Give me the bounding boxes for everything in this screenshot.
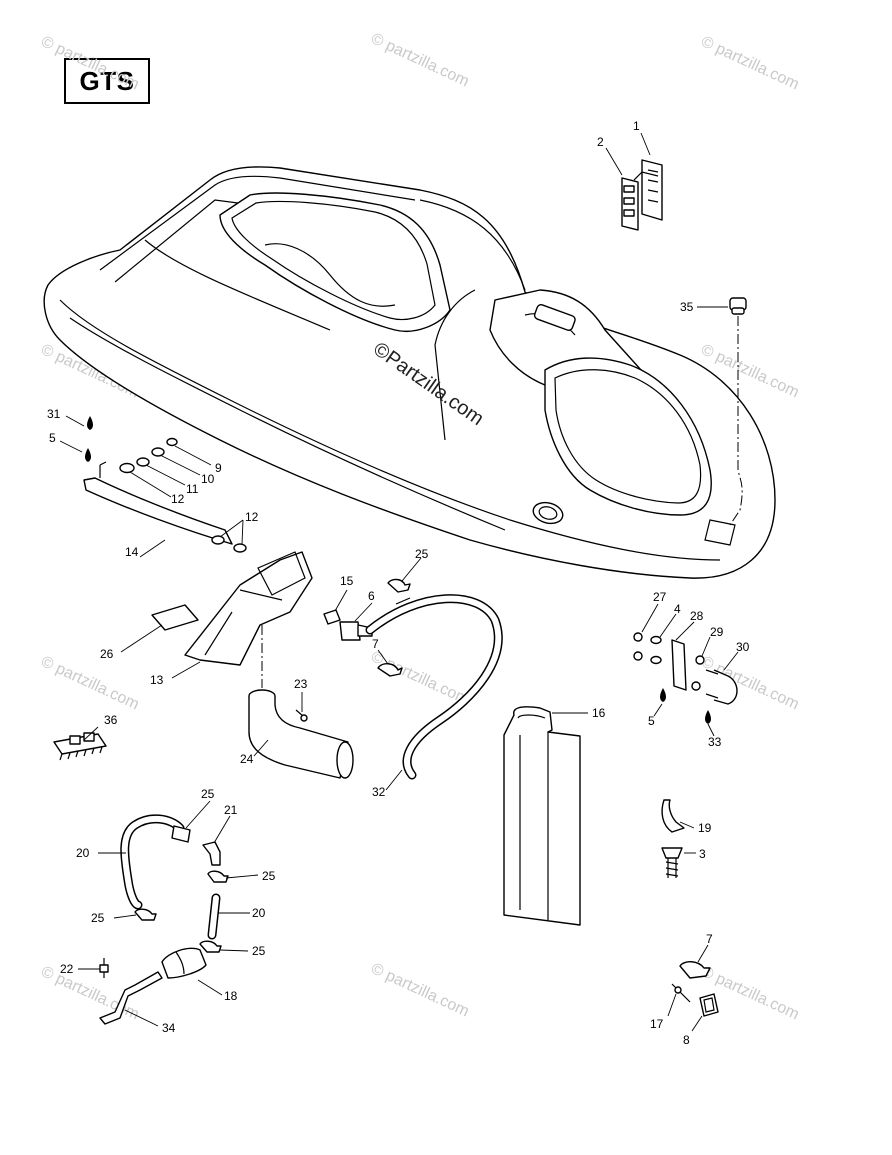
callout-9: 9 — [215, 461, 222, 475]
callout-8: 8 — [683, 1033, 690, 1047]
callout-25a: 25 — [415, 547, 429, 561]
part-1-2-brackets — [621, 159, 663, 231]
callout-36: 36 — [104, 713, 118, 727]
part-13-vent-duct — [151, 551, 313, 688]
model-label-box: GTS — [64, 58, 150, 104]
part-18-22-34 — [99, 947, 207, 1025]
part-7-17-8 — [671, 961, 719, 1017]
callout-30: 30 — [736, 640, 750, 654]
watermark-lower-left: © partzilla.com — [38, 653, 141, 713]
part-35-grommet — [729, 297, 747, 526]
part-20-hoses — [120, 814, 229, 953]
part-24-elbow — [248, 689, 354, 779]
part-16-vent-tube — [503, 706, 581, 926]
callout-19: 19 — [698, 821, 712, 835]
callout-24: 24 — [240, 752, 254, 766]
callout-13: 13 — [150, 673, 164, 687]
leader-lines — [59, 132, 739, 1032]
callout-6: 6 — [368, 589, 375, 603]
hull-body: ©Partzilla.com — [43, 166, 776, 579]
callout-20b: 20 — [252, 906, 266, 920]
watermark-top-right: © partzilla.com — [698, 33, 801, 93]
callout-15: 15 — [340, 574, 354, 588]
callout-3: 3 — [699, 847, 706, 861]
callout-5a: 5 — [49, 431, 56, 445]
watermark-lower-center: © partzilla.com — [368, 648, 471, 708]
callout-12a: 12 — [171, 492, 185, 506]
callout-7b: 7 — [706, 932, 713, 946]
callout-25d: 25 — [91, 911, 105, 925]
callout-28: 28 — [690, 609, 704, 623]
model-label: GTS — [79, 65, 135, 96]
callout-10: 10 — [201, 472, 215, 486]
callout-33: 33 — [708, 735, 722, 749]
part-bracket-group — [633, 632, 738, 724]
callout-16: 16 — [592, 706, 606, 720]
callout-2: 2 — [597, 135, 604, 149]
callout-35: 35 — [680, 300, 694, 314]
callout-27: 27 — [653, 590, 667, 604]
callout-20a: 20 — [76, 846, 90, 860]
callout-29: 29 — [710, 625, 724, 639]
callout-14: 14 — [125, 545, 139, 559]
callout-5b: 5 — [648, 714, 655, 728]
callout-25c: 25 — [262, 869, 276, 883]
callout-21: 21 — [224, 803, 238, 817]
callout-23: 23 — [294, 677, 308, 691]
callout-7a: 7 — [372, 637, 379, 651]
callout-32: 32 — [372, 785, 386, 799]
part-fitting-hose — [323, 578, 503, 780]
callout-22: 22 — [60, 962, 74, 976]
callout-18: 18 — [224, 989, 238, 1003]
part-rubrail-group — [83, 416, 247, 553]
callout-4: 4 — [674, 602, 681, 616]
callout-12b: 12 — [245, 510, 259, 524]
callout-25b: 25 — [201, 787, 215, 801]
callout-26: 26 — [100, 647, 114, 661]
part-19-3-tie-screw — [661, 799, 685, 878]
watermark-top-center: © partzilla.com — [368, 30, 471, 90]
callout-17: 17 — [650, 1017, 664, 1031]
callout-31: 31 — [47, 407, 61, 421]
callout-25e: 25 — [252, 944, 266, 958]
watermark-top-left: © partzilla.com — [38, 33, 141, 93]
callout-11: 11 — [186, 482, 199, 496]
callout-1: 1 — [633, 119, 640, 133]
callout-labels: 1 2 35 31 5 9 10 11 12 12 14 25 15 6 26 … — [47, 119, 750, 1047]
watermark-lower-right: © partzilla.com — [698, 653, 801, 713]
callout-34: 34 — [162, 1021, 176, 1035]
part-36-clip — [53, 732, 107, 761]
watermark-bottom-center: © partzilla.com — [368, 960, 471, 1020]
